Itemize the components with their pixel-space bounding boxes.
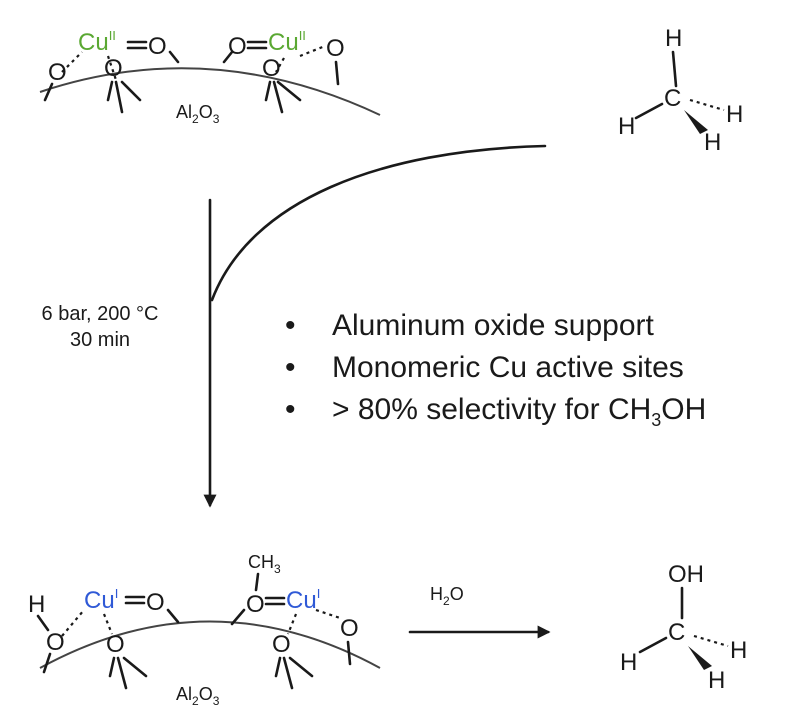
top-surface-structure: O CuII O O O CuII O O Al2O3 xyxy=(39,28,381,126)
top-o-subsurface-left: O xyxy=(104,55,123,82)
top-cu-left: CuII xyxy=(78,28,116,56)
bottom-support-label: Al2O3 xyxy=(176,684,220,708)
methanol-molecule: OH C H H H xyxy=(620,561,747,694)
methane-h-top: H xyxy=(665,25,682,52)
top-dash-cu-right-lower xyxy=(275,57,285,73)
bottom-o-far-left: O xyxy=(46,629,65,656)
bullet-text-1: Aluminum oxide support xyxy=(332,309,654,342)
bottom-o-subsurface-left: O xyxy=(106,631,125,658)
top-bond-o-down xyxy=(43,82,54,102)
methanol-h-bottom: H xyxy=(708,667,725,694)
methane-h-right: H xyxy=(726,101,743,128)
top-bond-4 xyxy=(168,50,180,64)
bottom-bond-h-o xyxy=(36,614,50,632)
bottom-bond-7 xyxy=(288,656,314,678)
top-dash-cu-right xyxy=(299,44,326,58)
bottom-methyl: CH3 xyxy=(248,552,281,576)
bottom-bond-methyl xyxy=(254,572,260,592)
top-bond-6 xyxy=(264,80,272,102)
bottom-surface-curve xyxy=(39,620,381,669)
top-bond-9 xyxy=(334,60,340,86)
methane-h-left: H xyxy=(618,113,635,140)
top-bond-7 xyxy=(276,80,302,102)
hydrolysis-reagent: H2O xyxy=(430,584,464,608)
feature-list: • Aluminum oxide support • Monomeric Cu … xyxy=(285,309,706,430)
methane-wedge-bond xyxy=(684,110,708,134)
bottom-bond-2 xyxy=(108,656,116,678)
bottom-bond-o-down xyxy=(42,652,52,674)
bottom-cu-left: CuI xyxy=(84,586,118,614)
bullet-text-3: > 80% selectivity for CH3OH xyxy=(332,393,706,430)
methane-molecule: H C H H H xyxy=(618,25,743,156)
bottom-h: H xyxy=(28,591,45,618)
top-bond-8 xyxy=(272,80,284,114)
methane-bond-top xyxy=(671,50,678,88)
bullet-marker-2: • xyxy=(285,351,296,384)
methanol-hash-bond xyxy=(693,634,729,648)
bullet-text-2: Monomeric Cu active sites xyxy=(332,351,684,384)
methanol-c: C xyxy=(668,619,685,646)
methanol-wedge-bond xyxy=(688,646,712,670)
top-cu-right: CuII xyxy=(268,28,306,56)
top-o-far-left: O xyxy=(48,59,67,86)
methanol-bond-left xyxy=(638,636,668,654)
bottom-dash-cu-right xyxy=(315,608,341,620)
top-o-left-bridge: O xyxy=(148,33,167,60)
methane-bond-left xyxy=(634,102,664,120)
bottom-bond-3 xyxy=(122,656,148,678)
top-o-right-bridge: O xyxy=(228,33,247,60)
bullet-marker-3: • xyxy=(285,393,296,426)
top-bond-3 xyxy=(114,80,124,114)
top-bond-1 xyxy=(106,80,114,102)
bottom-o-far-right: O xyxy=(340,615,359,642)
bottom-o-left-bridge: O xyxy=(146,589,165,616)
bottom-dash-left xyxy=(61,609,85,637)
bullet-marker-1: • xyxy=(285,309,296,342)
methane-h-bottom: H xyxy=(704,129,721,156)
top-bond-2 xyxy=(120,80,142,102)
top-surface-curve xyxy=(39,67,381,116)
conditions-line-1: 6 bar, 200 °C xyxy=(42,303,159,325)
top-support-label: Al2O3 xyxy=(176,102,220,126)
top-dash-cu-o-lower xyxy=(106,55,118,81)
methanol-oh: OH xyxy=(668,561,704,588)
methanol-h-left: H xyxy=(620,649,637,676)
bottom-bond-5 xyxy=(230,608,246,626)
bottom-bond-8 xyxy=(282,656,294,690)
top-o-far-right: O xyxy=(326,35,345,62)
top-dash-bond-left xyxy=(61,51,83,73)
bottom-o-subsurface-right: O xyxy=(272,631,291,658)
methane-c: C xyxy=(664,85,681,112)
bottom-bond-9 xyxy=(346,640,352,666)
methane-hash-bond xyxy=(689,98,725,112)
bottom-cu-right: CuI xyxy=(286,586,320,614)
bottom-bond-1 xyxy=(166,608,180,624)
methane-feed-curve xyxy=(210,144,547,302)
methanol-h-right: H xyxy=(730,637,747,664)
bottom-o-methoxy: O xyxy=(246,591,265,618)
bottom-bond-6 xyxy=(274,656,282,678)
top-bond-5 xyxy=(222,50,234,64)
conditions-line-2: 30 min xyxy=(70,329,130,351)
bottom-surface-structure: H O CuI O O CH3 O CuI O O Al2O3 xyxy=(28,552,381,708)
bottom-bond-4 xyxy=(116,656,128,690)
top-o-subsurface-right: O xyxy=(262,55,281,82)
